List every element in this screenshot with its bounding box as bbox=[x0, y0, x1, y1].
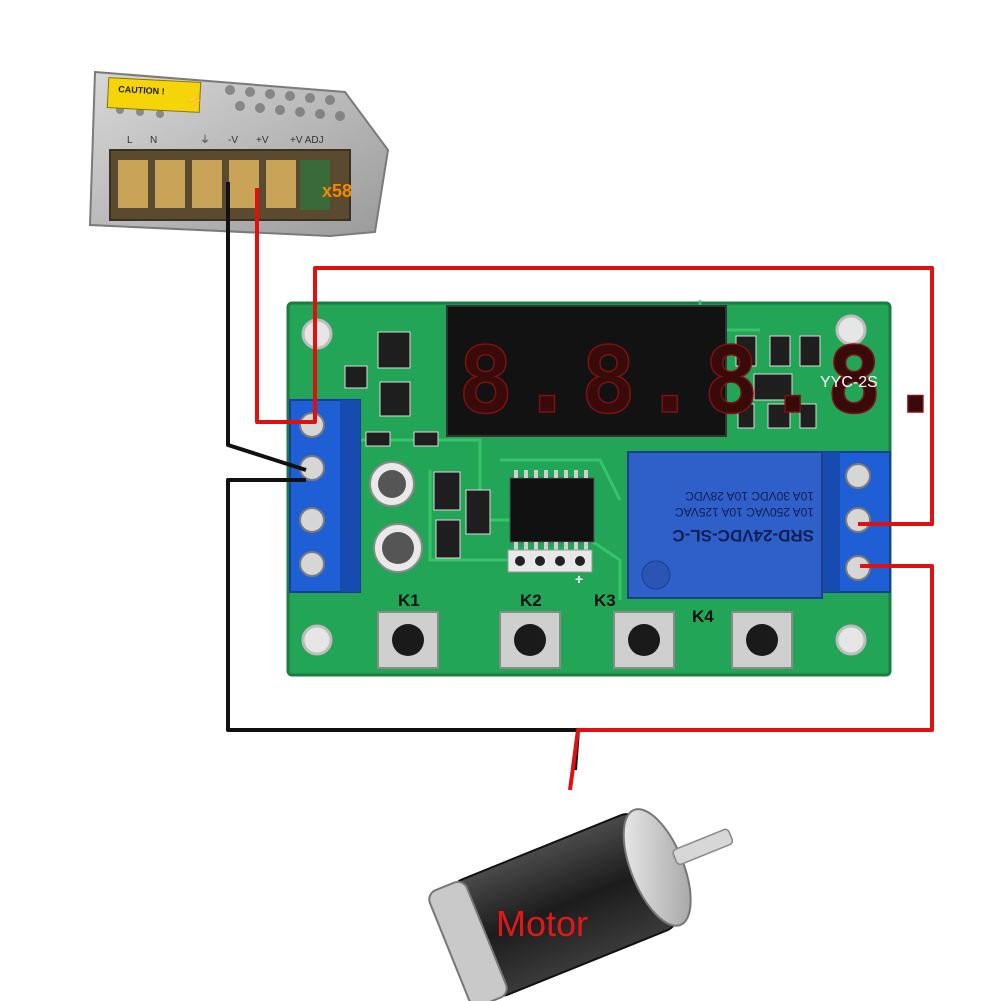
psu-term-adj: +V ADJ bbox=[290, 135, 324, 146]
wire-positive-motor bbox=[568, 564, 934, 791]
psu-term-n: N bbox=[150, 135, 157, 146]
capacitors bbox=[369, 461, 423, 573]
mounting-holes bbox=[301, 314, 867, 656]
button-k4-label: K4 bbox=[692, 607, 714, 626]
relay: SRD-24VDC-SL-C 10A 250VAC 10A 125VAC 10A… bbox=[627, 451, 823, 599]
psu-term-l: L bbox=[127, 135, 133, 146]
power-supply: CAUTION ! ⚡ L N ⏚ -V +V +V ADJ x58 bbox=[88, 70, 390, 238]
motor: Motor bbox=[428, 808, 734, 1001]
wires bbox=[226, 182, 934, 791]
motor-label: Motor bbox=[496, 903, 588, 944]
relay-model: SRD-24VDC-SL-C bbox=[672, 526, 814, 545]
button-k3-label: K3 bbox=[594, 591, 616, 610]
relay-rating-dc: 10A 30VDC 10A 28VDC bbox=[685, 489, 814, 503]
button-k2[interactable] bbox=[499, 611, 561, 669]
wire-positive-supply bbox=[255, 188, 310, 424]
controller-ic bbox=[509, 470, 595, 550]
high-voltage-icon: ⚡ bbox=[185, 93, 203, 111]
caution-text: CAUTION ! bbox=[118, 84, 165, 96]
button-k1-label: K1 bbox=[398, 591, 420, 610]
board-model: YYC-2S bbox=[820, 374, 878, 391]
psu-term-ground: ⏚ bbox=[200, 134, 210, 146]
psu-term-pos: +V bbox=[256, 135, 269, 146]
button-k4[interactable] bbox=[731, 611, 793, 669]
header-pins: + bbox=[507, 549, 593, 587]
button-k1[interactable] bbox=[377, 611, 439, 669]
button-k2-label: K2 bbox=[520, 591, 542, 610]
relay-board: + 8.8.8.8. YYC-2S bbox=[286, 300, 949, 677]
button-k3[interactable] bbox=[613, 611, 675, 669]
psu-model-mark: x58 bbox=[322, 181, 352, 201]
wire-negative-supply bbox=[226, 182, 307, 472]
psu-term-neg: -V bbox=[228, 135, 238, 146]
caution-label: CAUTION ! ⚡ bbox=[106, 77, 204, 113]
relay-rating-ac: 10A 250VAC 10A 125VAC bbox=[675, 505, 814, 519]
display-digits: 8.8.8.8. bbox=[458, 327, 949, 434]
seven-segment-display: 8.8.8.8. bbox=[446, 305, 949, 437]
buttons: K1 K2 K3 K4 bbox=[377, 591, 793, 669]
plus-mark: + bbox=[575, 571, 583, 587]
input-terminal-block bbox=[289, 399, 361, 593]
wire-positive-loop bbox=[310, 266, 934, 526]
